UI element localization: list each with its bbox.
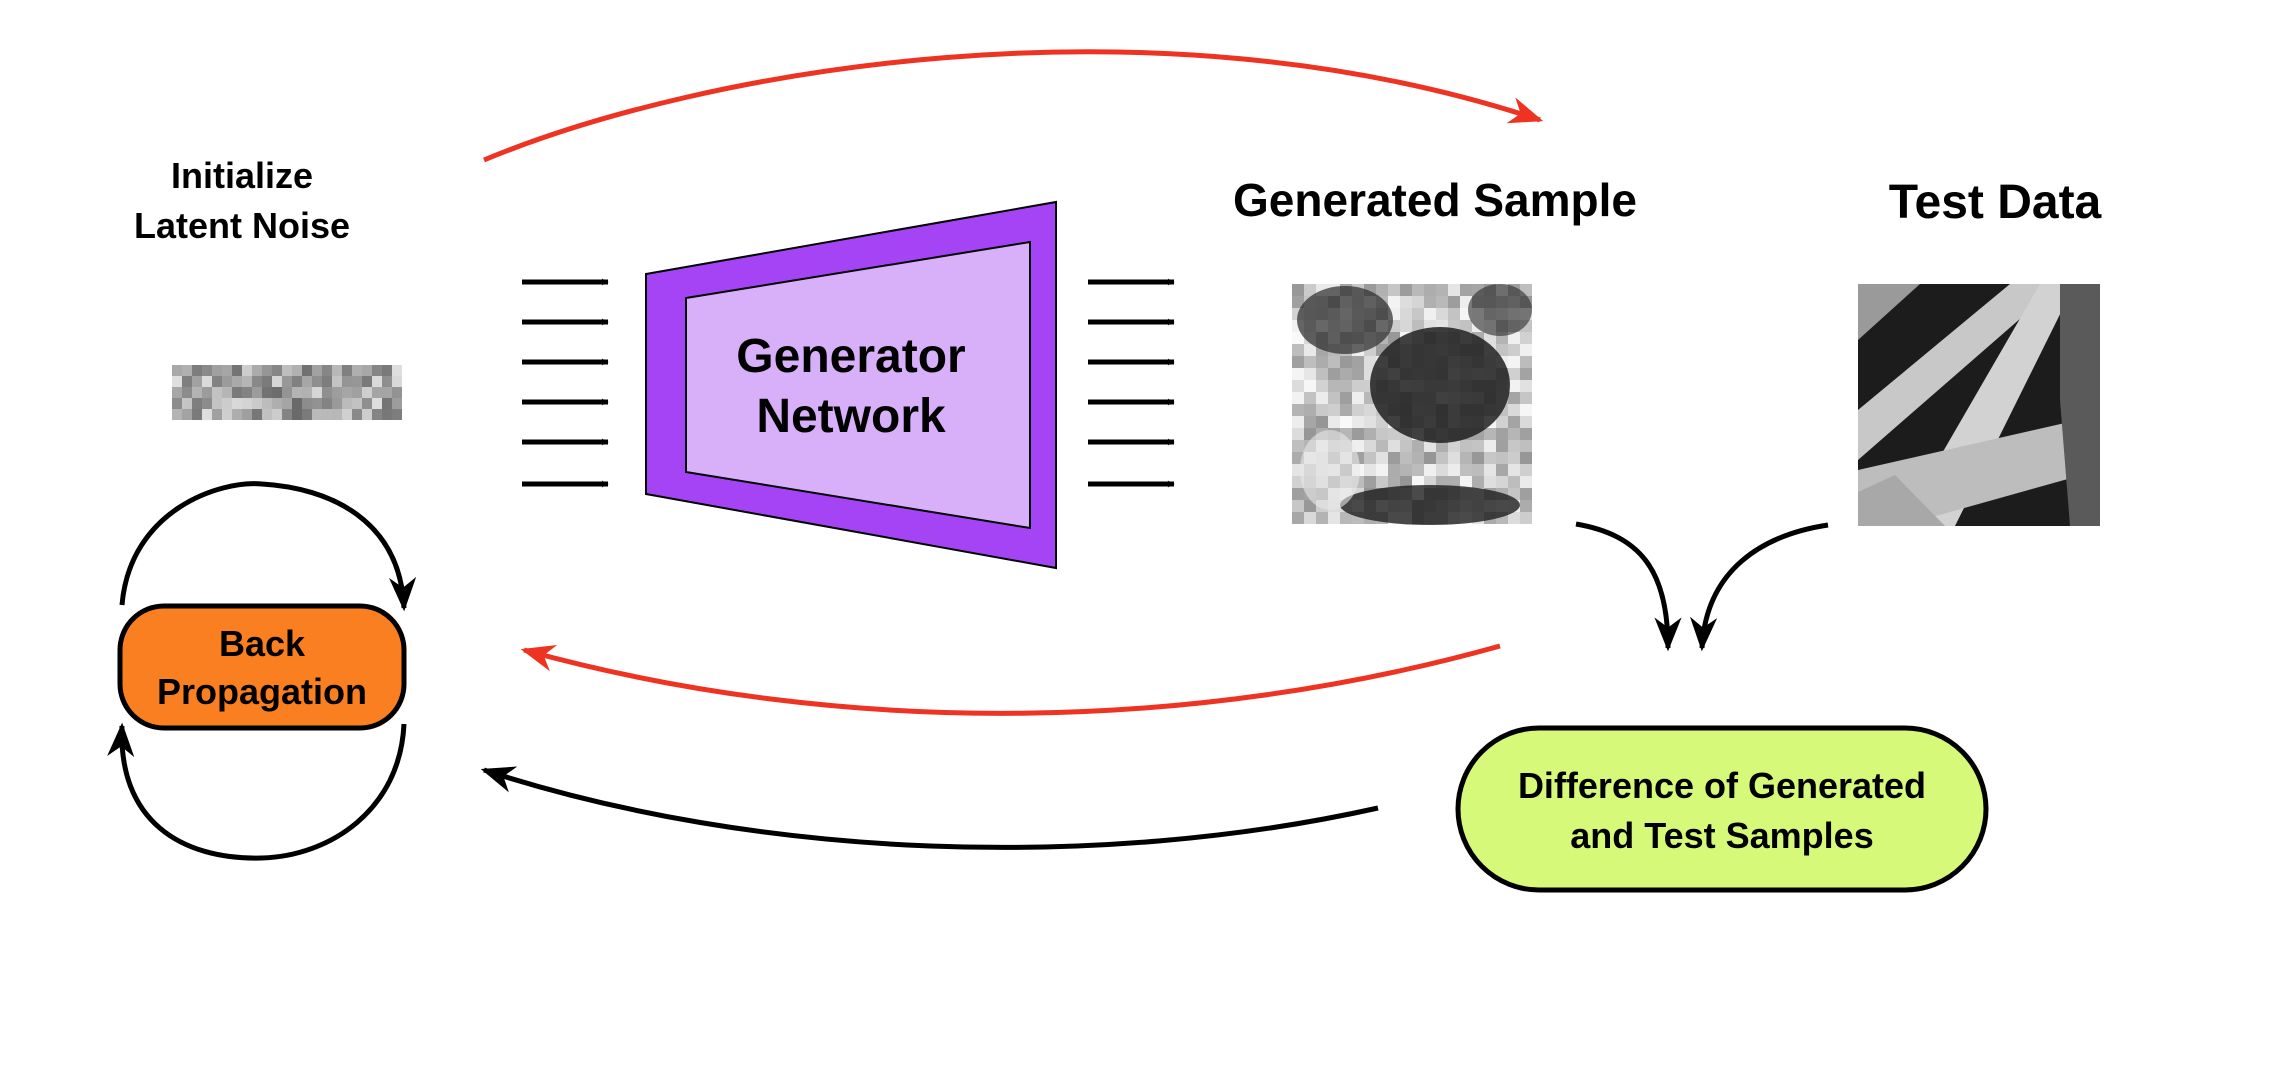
difference-label-line1: Difference of Generated: [1518, 765, 1926, 806]
backprop-label-line1: Back: [219, 623, 306, 664]
generator-label-line1: Generator: [736, 330, 965, 383]
backprop-loop-bottom-arrow: [107, 722, 407, 861]
latent-noise-image: [172, 365, 402, 420]
back-propagation-node: Back Propagation: [117, 603, 407, 731]
generated-sample-title: Generated Sample: [1233, 174, 1637, 226]
test-data-title: Test Data: [1889, 176, 2102, 229]
generated-sample-image: [1292, 284, 1532, 525]
return-red-arrow: [520, 643, 1501, 716]
forward-red-arrow: [483, 49, 1544, 163]
test-to-difference-arrow: [1690, 522, 1829, 652]
generator-label-line2: Network: [756, 390, 946, 443]
feedback-black-arrow: [480, 766, 1379, 850]
initialize-label: Initialize: [171, 155, 313, 196]
test-data-image: [1858, 284, 2100, 526]
difference-label-line2: and Test Samples: [1570, 815, 1873, 856]
input-arrows: [522, 278, 609, 488]
backprop-loop-top-arrow: [119, 481, 417, 612]
difference-node: Difference of Generated and Test Samples: [1455, 725, 1989, 893]
sample-to-difference-arrow: [1575, 521, 1682, 652]
output-arrows: [1088, 278, 1175, 488]
generator-network: Generator Network: [645, 200, 1057, 570]
backprop-label-line2: Propagation: [157, 671, 367, 712]
latent-noise-label: Latent Noise: [134, 205, 350, 246]
